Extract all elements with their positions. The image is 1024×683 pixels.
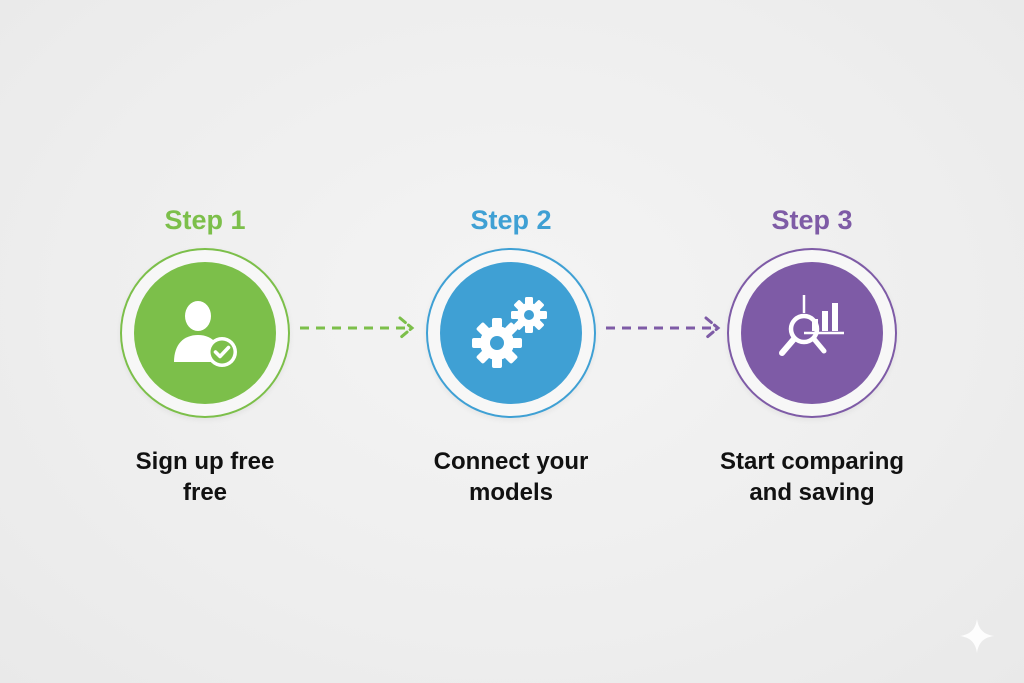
step-1-disc bbox=[134, 262, 276, 404]
chart-magnifier-icon bbox=[779, 295, 844, 356]
sparkle-icon bbox=[959, 618, 995, 654]
step-3-label: Start comparing and saving bbox=[692, 446, 932, 508]
step-1-label: Sign up free free bbox=[85, 446, 325, 508]
step-3-label-line1: Start comparing bbox=[719, 448, 905, 475]
step-2-ring bbox=[426, 248, 596, 418]
step-2-label: Connect your models bbox=[391, 446, 631, 508]
step-3-label-line2: and saving bbox=[749, 479, 875, 506]
step-1-title: Step 1 bbox=[164, 205, 246, 235]
step-3-disc bbox=[741, 262, 883, 404]
step-3-title: Step 3 bbox=[771, 205, 853, 235]
step-1-label-line2: free bbox=[182, 479, 228, 506]
step-2-label-line1: Connect your bbox=[433, 448, 589, 475]
step-1-label-line1: Sign up free bbox=[135, 448, 275, 475]
step-2: Step 2 bbox=[391, 204, 631, 508]
connector-1-arrow bbox=[300, 316, 415, 340]
step-2-label-line2: models bbox=[468, 479, 554, 506]
step-1: Step 1 Sign up free free bbox=[85, 204, 325, 508]
step-2-disc bbox=[440, 262, 582, 404]
step-2-title: Step 2 bbox=[470, 205, 552, 235]
user-check-icon bbox=[174, 301, 237, 367]
connector-2-arrow bbox=[606, 316, 721, 340]
step-1-ring bbox=[120, 248, 290, 418]
step-3: Step 3 bbox=[692, 204, 932, 508]
step-3-ring bbox=[727, 248, 897, 418]
gears-icon bbox=[472, 297, 547, 368]
